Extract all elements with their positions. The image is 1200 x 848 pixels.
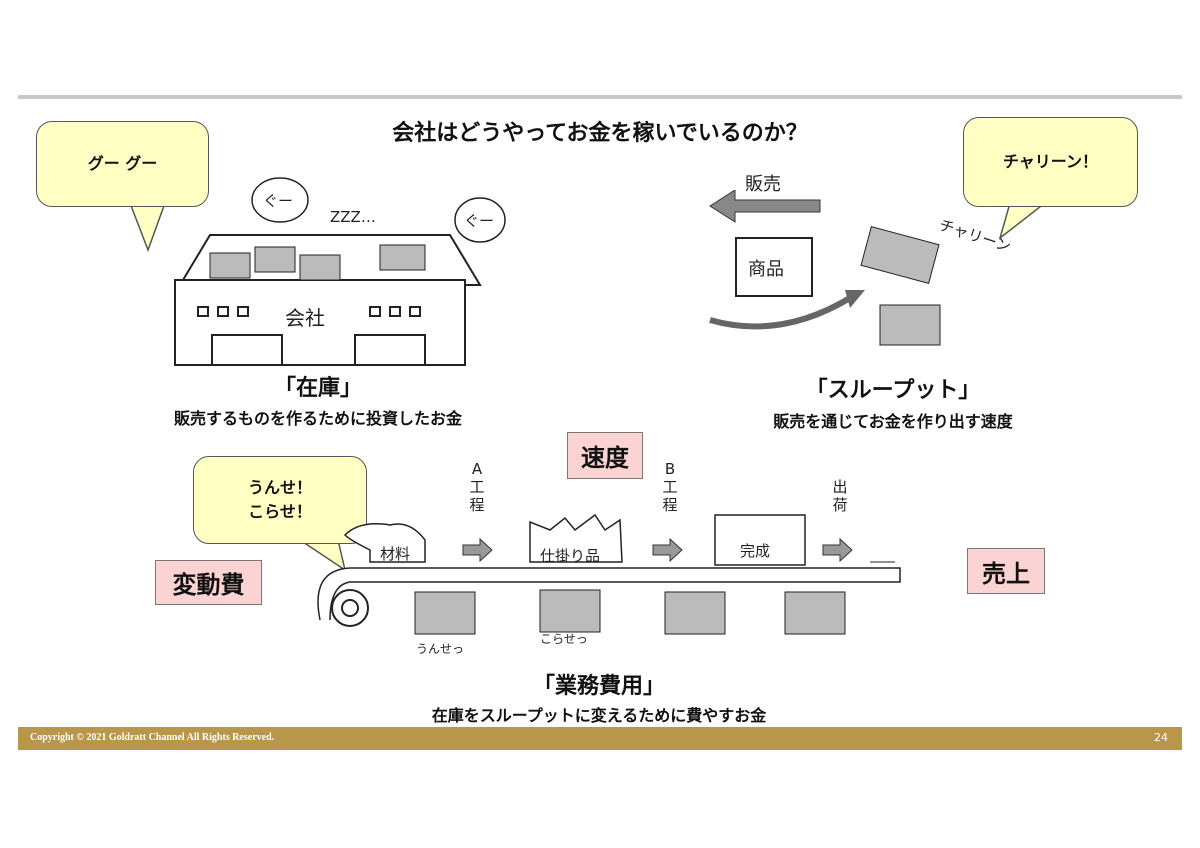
bubble-text: こらせ！ xyxy=(248,502,312,521)
top-divider xyxy=(18,95,1182,99)
material-label: 材料 xyxy=(380,545,411,563)
company-warehouse-illustration xyxy=(174,177,506,366)
product-label: 商品 xyxy=(748,259,784,280)
speech-bubble-throughput: チャリーン！ xyxy=(963,117,1138,207)
footer-bar: Copyright © 2021 Goldratt Channel All Ri… xyxy=(18,727,1182,750)
zzz-text: ZZZ… xyxy=(330,208,376,226)
speech-bubble-inventory: グー グー xyxy=(36,121,209,207)
snore-text: ぐー xyxy=(263,192,294,210)
bubble-text: グー グー xyxy=(87,154,158,173)
inventory-heading: 「在庫」 xyxy=(273,376,362,401)
sales-revenue-text: 売上 xyxy=(982,559,1030,588)
process-a-label: A工程 xyxy=(469,460,485,514)
conveyor-illustration xyxy=(317,513,901,635)
variable-cost-label: 変動費 xyxy=(155,560,262,605)
sales-label: 販売 xyxy=(745,174,781,195)
shipping-label: 出荷 xyxy=(832,478,848,514)
operating-expense-description: 在庫をスループットに変えるために費やすお金 xyxy=(431,706,767,725)
page-number: 24 xyxy=(1154,731,1168,744)
bubble-text: チャリーン！ xyxy=(1002,152,1099,171)
wip-label: 仕掛り品 xyxy=(540,547,601,565)
effort-text: うんせっ xyxy=(416,642,465,656)
throughput-heading: 「スループット」 xyxy=(805,378,981,403)
process-b-label: B工程 xyxy=(662,460,678,514)
finished-label: 完成 xyxy=(740,542,771,560)
operating-expense-heading: 「業務費用」 xyxy=(532,674,665,699)
throughput-description: 販売を通じてお金を作り出す速度 xyxy=(773,412,1013,431)
company-label: 会社 xyxy=(285,306,325,330)
slide-title: 会社はどうやってお金を稼いでいるのか？ xyxy=(392,121,808,146)
sales-revenue-label: 売上 xyxy=(967,548,1045,594)
bubble-text: うんせ！ xyxy=(247,478,312,497)
speed-label: 速度 xyxy=(567,432,643,479)
inventory-description: 販売するものを作るために投資したお金 xyxy=(173,409,462,428)
effort-text: こらせっ xyxy=(540,632,588,646)
throughput-illustration xyxy=(709,190,941,346)
copyright: Copyright © 2021 Goldratt Channel All Ri… xyxy=(30,732,275,743)
speed-text: 速度 xyxy=(581,444,629,472)
snore-text: ぐー xyxy=(464,212,495,230)
variable-cost-text: 変動費 xyxy=(172,571,245,599)
speech-bubble-operating: うんせ！ こらせ！ xyxy=(193,456,367,544)
